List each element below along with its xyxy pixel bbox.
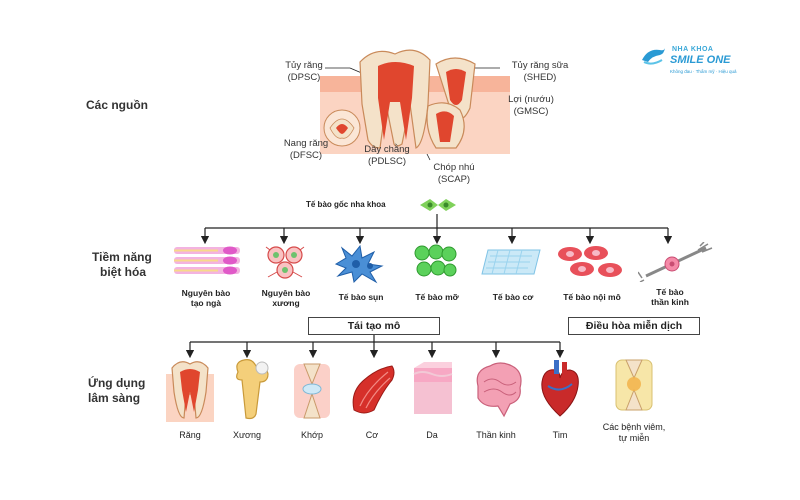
app-label-nerve: Thần kinh [476,430,516,440]
row-label-potential: Tiềm năng biệt hóa [88,250,152,280]
diff-label-myocyte: Tế bào cơ [492,292,534,302]
muscle-icon [352,365,395,414]
myocyte-icon [481,249,541,275]
diff-label-osteoblast: Nguyên bào xương [250,288,322,308]
joint-icon [294,363,330,419]
source-pulp-code: (DPSC) [287,72,321,83]
odontoblast-icon [174,246,240,275]
diff-odontoblast-line2: tạo ngà [190,298,222,308]
diff-neuron-line2: thần kinh [651,297,689,307]
source-follicle-name: Nang răng [283,138,329,149]
row-label-potential-line2: biệt hóa [100,265,147,279]
neuron-icon [638,242,713,282]
diff-osteoblast-line1: Nguyên bào [261,288,311,298]
row-label-clinical: Ứng dụng lâm sàng [88,376,145,406]
source-pdl-label: Dây chằng (PDLSC) [362,144,412,168]
app-label-skin: Da [426,430,438,440]
source-pdl-name: Dây chằng [364,144,410,155]
app-autoimmune-line1: Các bệnh viêm, [602,422,666,432]
diff-label-odontoblast: Nguyên bào tạo ngà [170,288,242,308]
inflamed-joint-icon [615,359,653,411]
diff-label-adipocyte: Tế bào mỡ [415,292,459,302]
app-autoimmune-line2: tự miễn [618,433,650,443]
app-label-bone: Xương [233,430,261,440]
source-papilla-code: (SCAP) [437,174,471,185]
endothelial-cell-icon [558,246,622,277]
source-follicle-code: (DFSC) [289,150,323,161]
source-pdl-code: (PDLSC) [367,156,406,167]
app-label-joint: Khớp [301,430,323,440]
immune-regulation-box: Điều hòa miễn dịch [568,317,700,335]
bone-icon [236,359,269,420]
app-label-muscle: Cơ [365,430,379,440]
app-label-heart: Tim [552,430,568,440]
stem-cell-icon [420,199,456,211]
osteoblast-icon [265,246,305,279]
stem-cell-label: Tế bào gốc nha khoa [306,200,386,209]
row-label-sources: Các nguồn [86,98,148,112]
app-label-tooth: Răng [179,430,201,440]
logo-tagline: Không đau · Thẩm mỹ · Hiệu quả [670,69,737,74]
brand-logo: NHA KHOA SMILE ONE Không đau · Thẩm mỹ ·… [640,42,770,78]
heart-icon [541,360,579,417]
diff-label-chondrocyte: Tế bào sụn [338,292,384,302]
row-label-clinical-line2: lâm sàng [88,391,141,405]
adipocyte-icon [414,244,457,277]
diff-odontoblast-line1: Nguyên bào [181,288,231,298]
logo-line2: SMILE ONE [670,54,731,66]
logo-line1: NHA KHOA [672,46,714,53]
tooth-icon [166,361,214,422]
row-label-potential-line1: Tiềm năng [92,250,152,264]
row-label-clinical-line1: Ứng dụng [88,376,146,390]
source-pulp-name: Tủy răng [285,60,323,71]
dolphin-icon [642,48,665,65]
brain-icon [476,362,522,418]
regeneration-box: Tái tạo mô [308,317,440,335]
diff-neuron-line1: Tế bào [656,287,684,297]
source-gingiva-label: Lợi (nướu) (GMSC) [503,94,559,118]
source-papilla-name: Chóp nhú [433,162,475,173]
source-follicle-label: Nang răng (DFSC) [282,138,330,162]
source-shed-name: Tủy răng sữa [511,60,569,71]
diff-label-neuron: Tế bào thần kinh [640,287,700,307]
source-shed-code: (SHED) [523,72,557,83]
app-label-autoimmune: Các bệnh viêm, tự miễn [588,422,680,444]
diff-osteoblast-line2: xương [272,298,300,308]
diff-label-endothelial: Tế bào nội mô [563,292,621,302]
source-papilla-label: Chóp nhú (SCAP) [428,162,480,186]
skin-icon [413,362,453,414]
source-gingiva-name: Lợi (nướu) [508,94,554,105]
source-gingiva-code: (GMSC) [513,106,549,117]
tooth-cross-section-illustration [320,49,510,154]
source-shed-label: Tủy răng sữa (SHED) [500,60,580,84]
source-pulp-label: Tủy răng (DPSC) [282,60,326,84]
chondrocyte-icon [334,244,384,284]
